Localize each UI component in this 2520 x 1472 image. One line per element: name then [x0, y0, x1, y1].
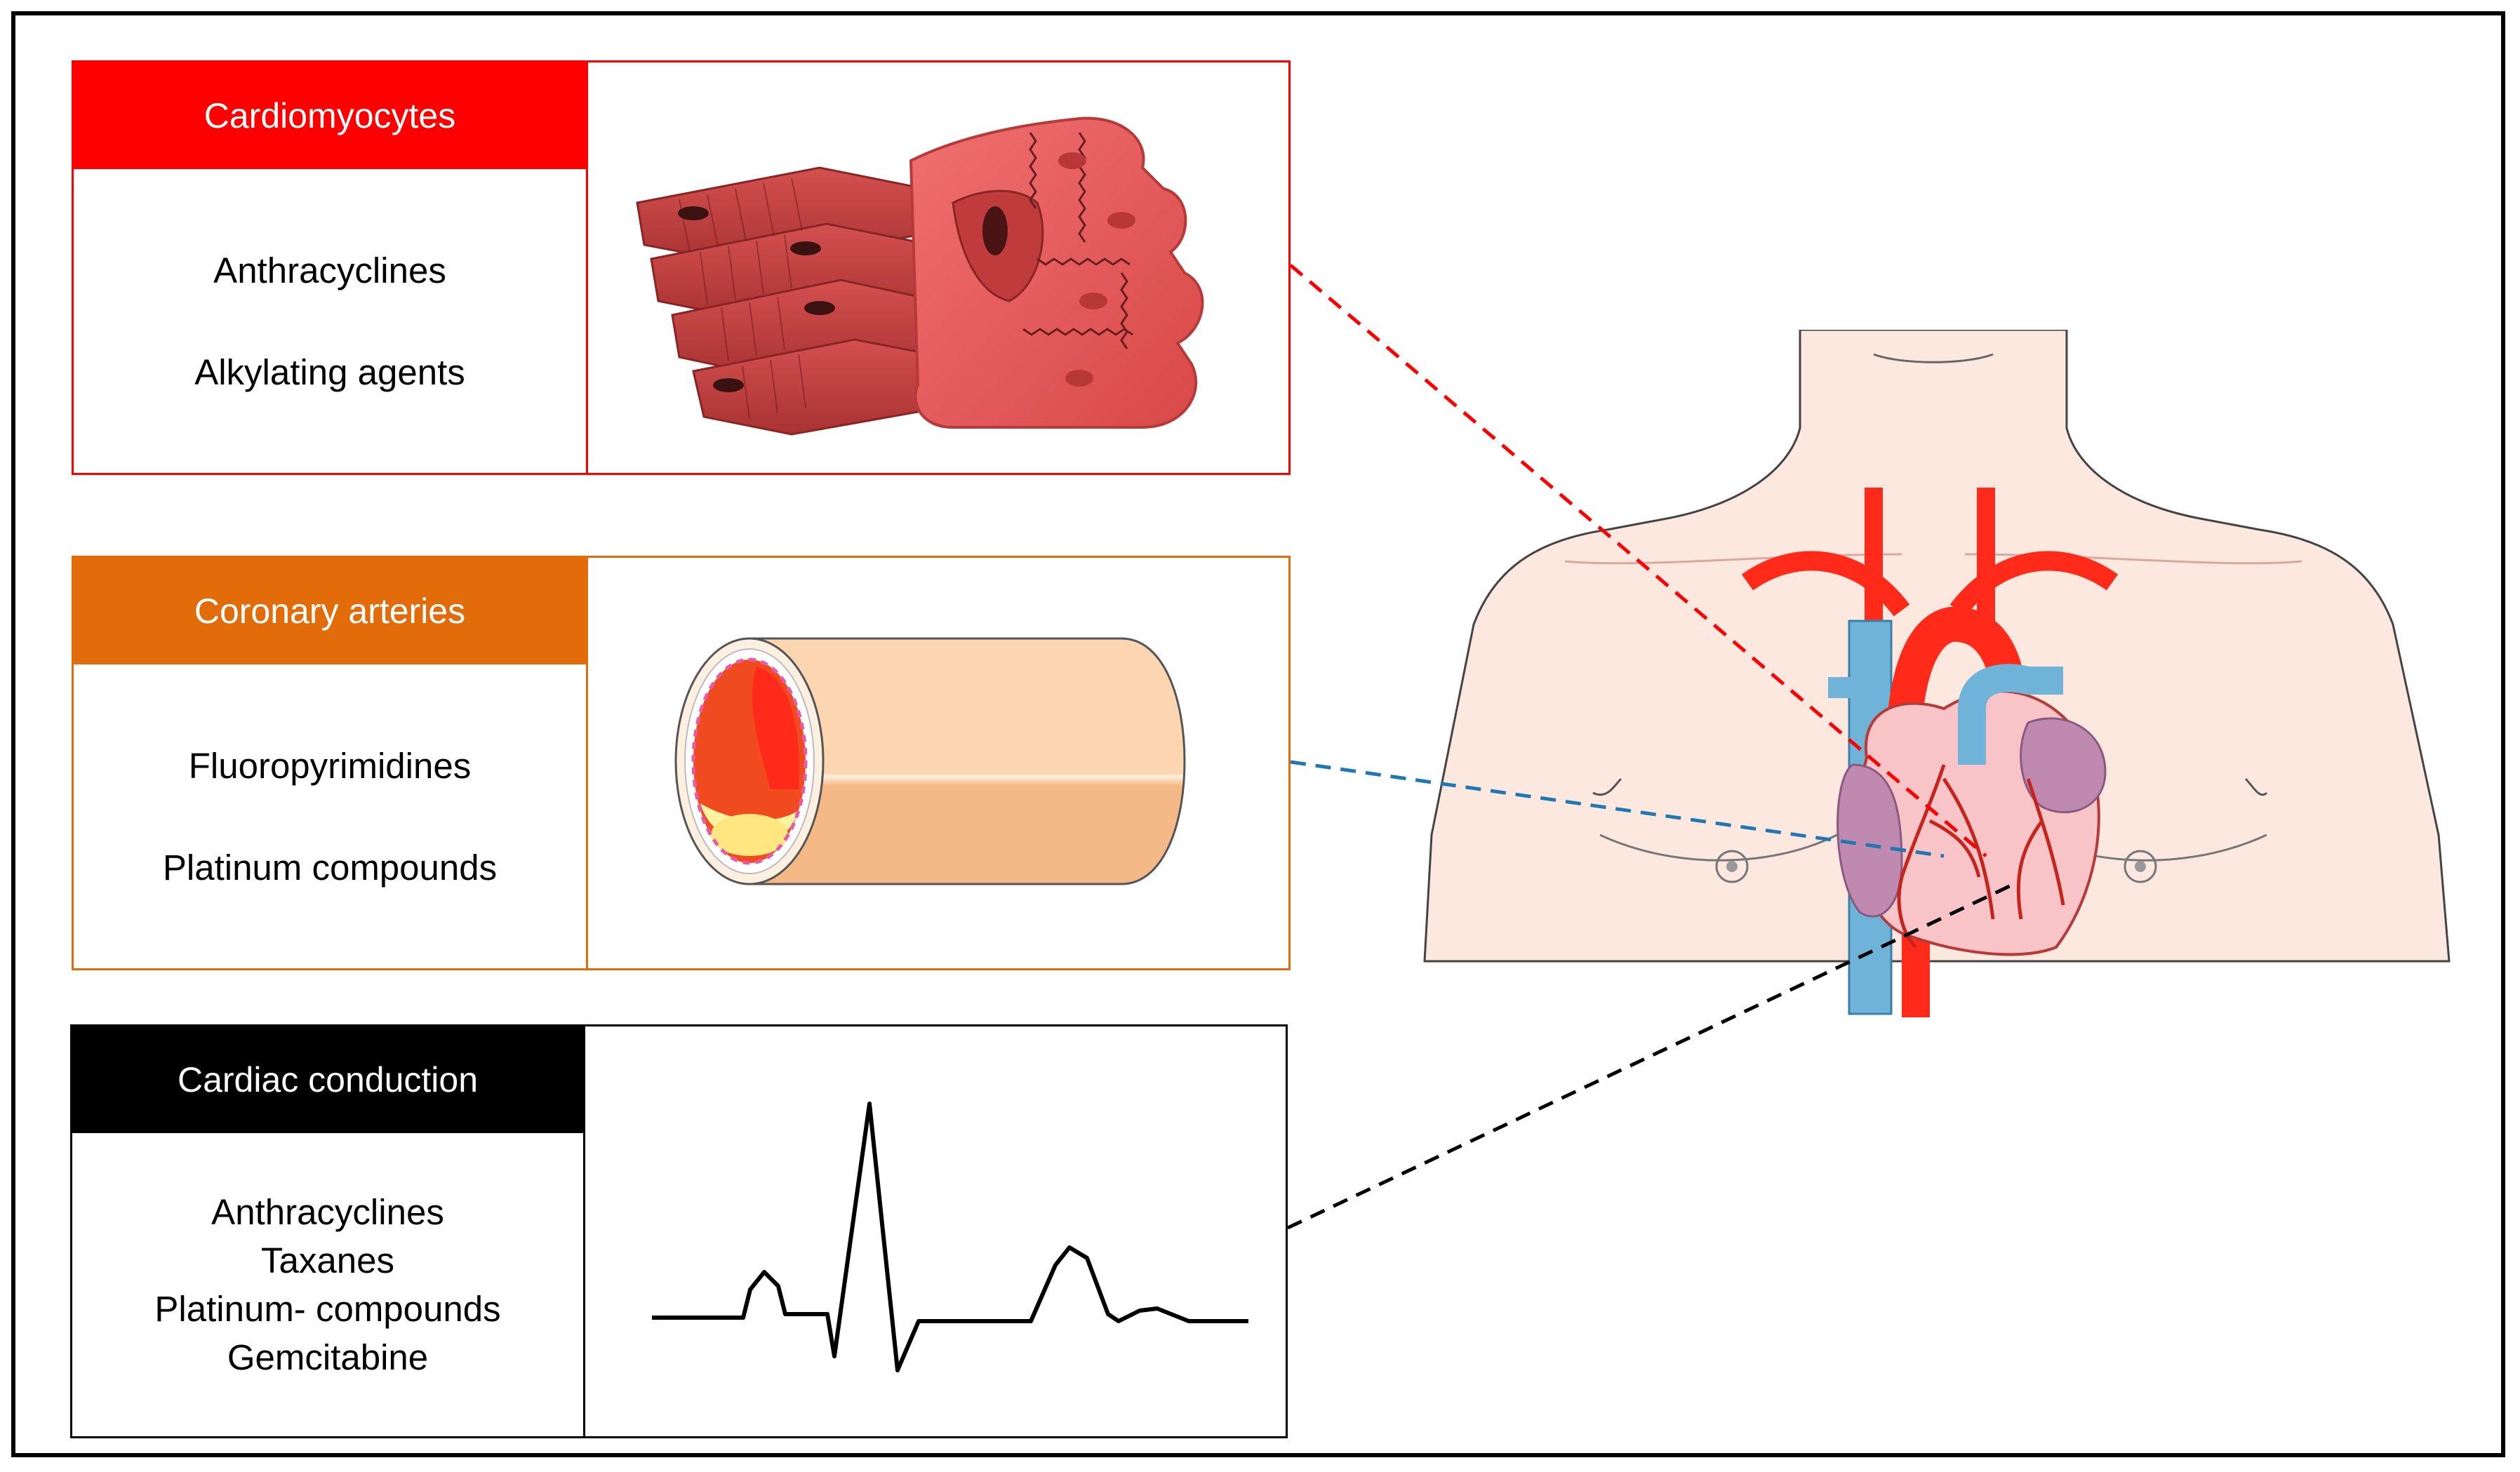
drug-item: Alkylating agents	[194, 352, 465, 392]
drug-item: Platinum- compounds	[154, 1289, 501, 1329]
cardiomyocytes-panel: Cardiomyocytes Anthracyclines Alkylating…	[72, 60, 1291, 475]
coronary-arteries-drug-list: Fluoropyrimidines Platinum compounds	[74, 664, 586, 968]
drug-item: Gemcitabine	[227, 1337, 429, 1377]
cardiac-conduction-panel: Cardiac conduction Anthracyclines Taxane…	[70, 1024, 1288, 1438]
drug-item: Anthracyclines	[213, 250, 446, 290]
artery-cross-section-icon	[674, 637, 1186, 885]
cardiomyocytes-drug-list: Anthracyclines Alkylating agents	[74, 169, 586, 473]
drug-item: Taxanes	[261, 1240, 394, 1280]
panel-divider	[583, 1026, 585, 1436]
coronary-arteries-panel: Coronary arteries Fluoropyrimidines Plat…	[72, 556, 1291, 970]
cardiomyocyte-fibers-icon	[636, 116, 1204, 436]
cardiac-conduction-drug-list: Anthracyclines Taxanes Platinum- compoun…	[72, 1133, 583, 1436]
cardiac-conduction-header: Cardiac conduction	[72, 1026, 583, 1133]
cardiomyocytes-header: Cardiomyocytes	[74, 62, 586, 169]
artery-illustration	[588, 558, 1288, 968]
coronary-arteries-header: Coronary arteries	[74, 558, 586, 664]
panel-divider	[586, 62, 588, 473]
human-torso-heart-illustration	[1423, 330, 2451, 1017]
ecg-illustration	[585, 1026, 1286, 1436]
drug-item: Anthracyclines	[211, 1192, 444, 1232]
panel-divider	[586, 558, 588, 968]
drug-item: Platinum compounds	[162, 847, 498, 888]
cardiomyocyte-illustration	[588, 62, 1288, 473]
ecg-trace-icon	[652, 1102, 1248, 1372]
drug-item: Fluoropyrimidines	[188, 745, 472, 786]
